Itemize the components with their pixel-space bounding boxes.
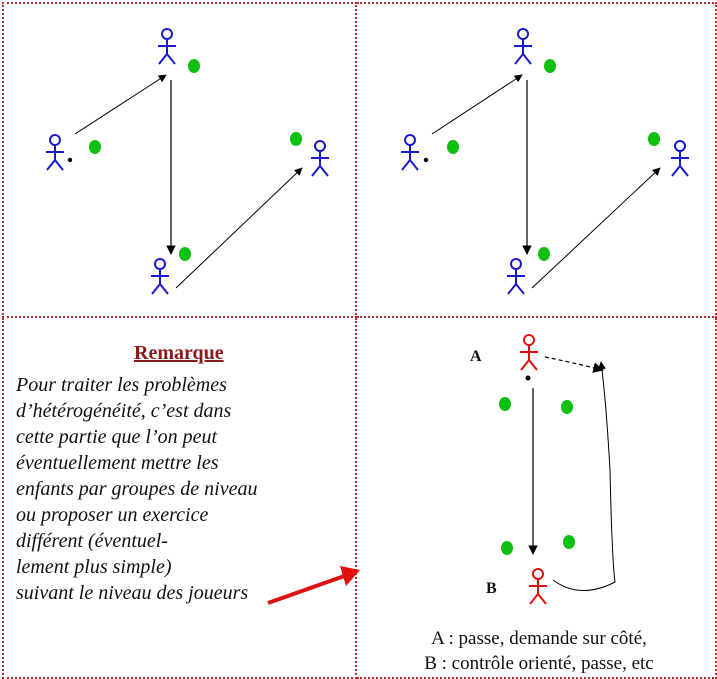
pass-arrow <box>531 167 661 289</box>
remarque-line: enfants par groupes de niveau <box>16 478 258 500</box>
caption-line-1: A : passe, demande sur côté, <box>431 628 647 649</box>
cone-icon <box>648 132 660 146</box>
exercise-caption: A : passe, demande sur côté, B : contrôl… <box>364 626 714 676</box>
remarque-line: cette partie que l’on peut <box>16 426 218 448</box>
pass-arrow <box>175 167 303 289</box>
cone-icon <box>501 541 513 555</box>
drill-2 <box>400 28 690 295</box>
remarque-line: Pour traiter les problèmes <box>16 374 227 396</box>
remarque-line: lement plus simple) <box>16 556 172 578</box>
caption-line-2: B : contrôle orienté, passe, etc <box>424 653 654 674</box>
player-a-icon <box>519 334 539 371</box>
remarque-panel <box>2 318 357 679</box>
remarque-line: ou proposer un exercice <box>16 504 209 526</box>
remarque-title: Remarque <box>134 342 224 364</box>
label-b: B <box>486 580 497 597</box>
exercise-diagram <box>499 334 616 605</box>
player-icon <box>310 140 330 177</box>
drill-1 <box>45 28 330 295</box>
pass-arrow <box>431 74 523 135</box>
exercise-panel <box>357 318 717 679</box>
top-right-panel <box>357 2 717 318</box>
run-arrow-dashed <box>544 356 605 373</box>
cone-icon <box>544 59 556 73</box>
red-pointer-arrowhead <box>340 566 360 586</box>
cone-icon <box>563 535 575 549</box>
player-icon <box>670 140 690 177</box>
cone-icon <box>179 247 191 261</box>
remarque-text: Pour traiter les problèmes d’hétérogénéi… <box>16 372 336 606</box>
cone-icon <box>447 140 459 154</box>
ball-icon <box>67 157 73 163</box>
player-icon <box>150 258 170 295</box>
remarque-line: éventuellement mettre les <box>16 452 219 474</box>
label-a: A <box>470 348 482 365</box>
cone-icon <box>538 247 550 261</box>
remarque-line: d’hétérogénéité, c’est dans <box>16 400 232 422</box>
remarque-line: suivant le niveau des joueurs <box>16 582 249 604</box>
remarque-line: différent (éventuel- <box>16 530 168 552</box>
ball-icon <box>525 375 531 381</box>
pass-arrow <box>74 74 167 135</box>
cone-icon <box>499 397 511 411</box>
player-b-icon <box>528 568 548 605</box>
cone-icon <box>89 140 101 154</box>
player-icon <box>513 28 533 65</box>
cone-icon <box>561 400 573 414</box>
run-arrow-curved <box>552 361 616 591</box>
cone-icon <box>188 59 200 73</box>
ball-icon <box>423 157 429 163</box>
player-icon <box>506 258 526 295</box>
player-icon <box>400 134 420 171</box>
cone-icon <box>290 132 302 146</box>
top-left-panel <box>2 2 357 318</box>
player-icon <box>157 28 177 65</box>
player-icon <box>45 134 65 171</box>
red-pointer-arrow <box>267 572 351 605</box>
